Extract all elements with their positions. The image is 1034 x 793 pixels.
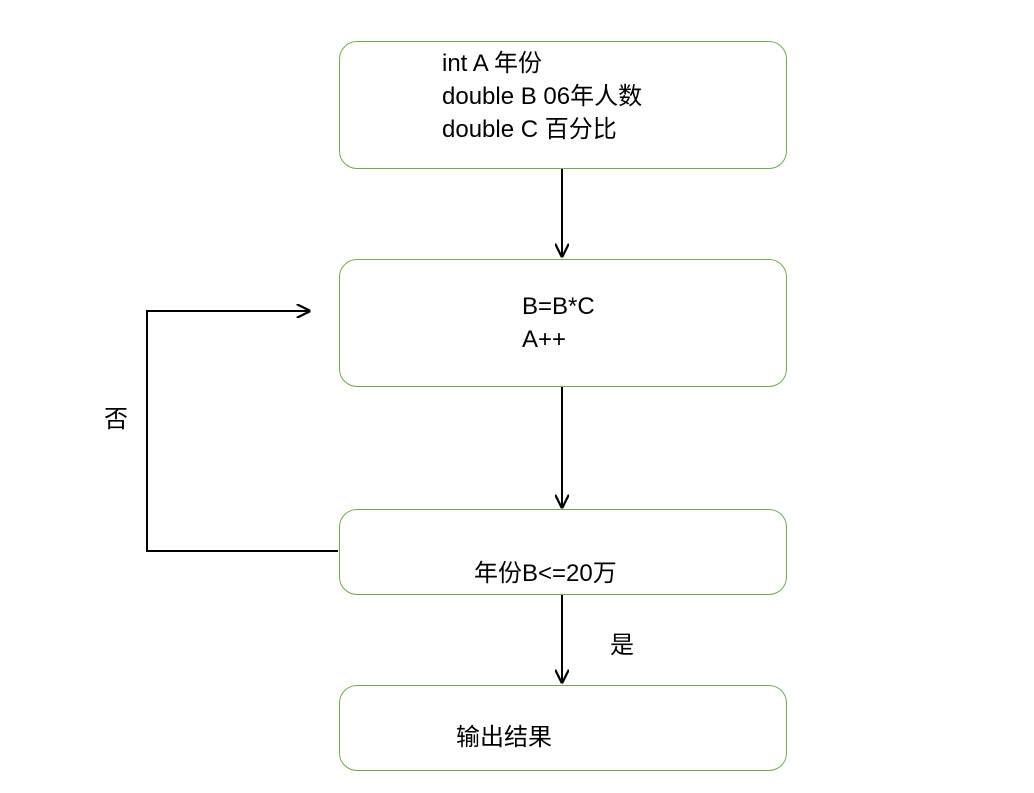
node-output	[339, 685, 787, 771]
edge-loop-back	[146, 311, 338, 552]
declare-line-1: int A 年份	[442, 50, 543, 77]
node-compute-text: B=B*C A++	[522, 290, 595, 356]
node-condition-text: 年份B<=20万	[474, 560, 617, 587]
edge-label-no: 否	[104, 406, 128, 433]
compute-line-2: A++	[522, 326, 567, 353]
edge-label-yes: 是	[610, 632, 634, 659]
declare-line-3: double C 百分比	[442, 116, 617, 143]
node-declare	[339, 41, 787, 169]
node-condition	[339, 509, 787, 595]
node-compute	[339, 259, 787, 387]
node-declare-text: int A 年份 double B 06年人数 double C 百分比	[442, 47, 642, 146]
node-output-text: 输出结果	[456, 724, 552, 751]
declare-line-2: double B 06年人数	[442, 83, 643, 110]
compute-line-1: B=B*C	[522, 293, 595, 320]
